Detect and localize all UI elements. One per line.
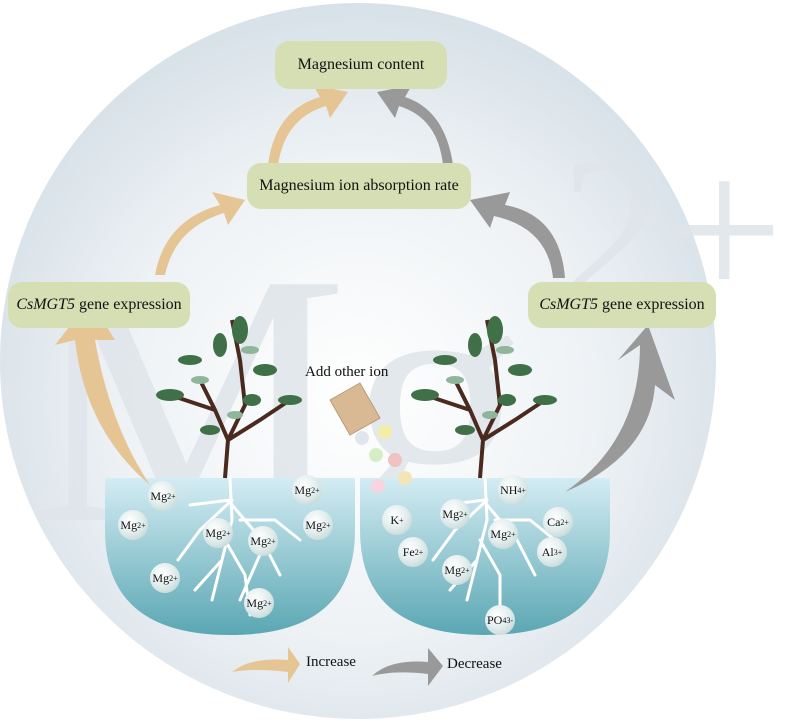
decrease-arrow-gene-to-absorption	[470, 192, 565, 278]
ion-symbol: NH	[500, 482, 518, 497]
ion-charge: 2+	[461, 565, 470, 575]
ion-charge: 2+	[137, 520, 146, 530]
ion-charge: 2+	[167, 491, 176, 501]
ion-symbol: Fe	[402, 544, 415, 559]
ion-symbol: Al	[541, 544, 554, 559]
left-gene-name: CsMGT5	[16, 296, 76, 313]
ion-symbol: Mg	[444, 562, 462, 577]
ion-charge: 2+	[507, 529, 516, 539]
ion-symbol: Mg	[305, 517, 323, 532]
ion-charge: 3-	[506, 615, 513, 625]
legend-decrease-label: Decrease	[447, 656, 502, 672]
ion-charge: 2+	[169, 573, 178, 583]
ion-charge: +	[399, 515, 404, 525]
legend-decrease-arrow-icon	[372, 648, 443, 686]
legend-increase-arrow-icon	[232, 647, 300, 683]
ion-symbol: Ca	[547, 514, 561, 529]
right-gene-expression-label: gene expression	[598, 296, 705, 313]
falling-ions	[355, 425, 412, 493]
ion-symbol: Mg	[294, 482, 312, 497]
ion-symbol: Mg	[152, 570, 170, 585]
magnesium-content-label: Magnesium content	[297, 56, 425, 73]
ion-charge: 2+	[263, 598, 272, 608]
ion-charge: 3+	[553, 547, 563, 557]
ion-subscript: 4	[517, 485, 522, 495]
add-other-ion-label: Add other ion	[305, 364, 389, 380]
increase-arrow-gene-to-absorption	[155, 192, 245, 275]
absorption-rate-label: Magnesium ion absorption rate	[259, 177, 459, 194]
left-soil-basin	[105, 478, 355, 635]
ion-symbol: K	[390, 512, 400, 527]
right-gene-name: CsMGT5	[539, 296, 599, 313]
ion-symbol: Mg	[205, 525, 223, 540]
ion-charge: 2+	[414, 547, 424, 557]
magnesium-content-box: Magnesium content	[275, 41, 447, 89]
ion-charge: +	[521, 485, 526, 495]
ion-charge: 2+	[459, 509, 468, 519]
left-gene-expression-box: CsMGT5 gene expression	[8, 282, 190, 328]
ion-symbol: PO	[486, 612, 503, 627]
ion-charge: 2+	[560, 517, 569, 527]
ion-symbol: Mg	[150, 488, 168, 503]
decrease-arrow-basin-to-gene	[565, 325, 675, 492]
ion-symbol: Mg	[120, 517, 138, 532]
increase-arrow-basin-to-gene	[55, 300, 150, 485]
ion-bubble-k: K+	[382, 505, 412, 535]
ion-charge: 2+	[311, 485, 320, 495]
ion-subscript: 4	[502, 615, 507, 625]
left-gene-expression-label: gene expression	[75, 296, 182, 313]
legend-increase-label: Increase	[306, 654, 356, 670]
right-tree	[411, 316, 557, 479]
ion-symbol: Mg	[490, 526, 508, 541]
ion-charge: 2+	[222, 528, 231, 538]
increase-arrow-absorption-to-content	[268, 85, 348, 165]
ion-charge: 2+	[322, 520, 331, 530]
ion-charge: 2+	[267, 536, 276, 546]
decrease-arrow-absorption-to-content	[377, 85, 453, 165]
ion-symbol: Mg	[250, 533, 268, 548]
ion-symbol: Mg	[246, 595, 264, 610]
ion-symbol: Mg	[442, 506, 460, 521]
ion-bag-icon	[329, 382, 381, 436]
right-gene-expression-box: CsMGT5 gene expression	[528, 282, 716, 328]
absorption-rate-box: Magnesium ion absorption rate	[247, 163, 471, 209]
left-tree	[156, 316, 302, 479]
